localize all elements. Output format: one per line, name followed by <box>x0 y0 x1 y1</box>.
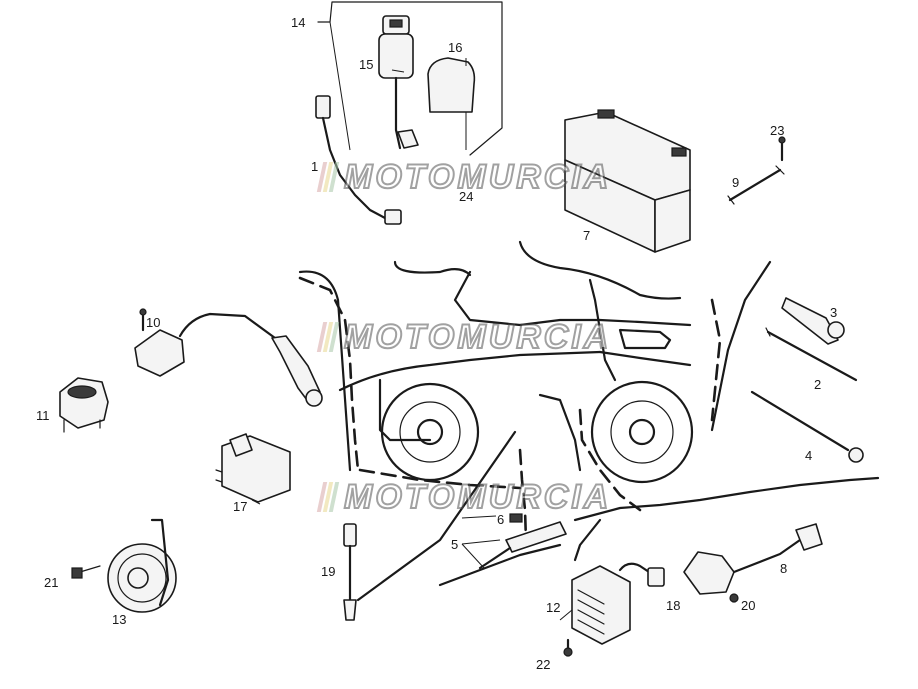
callout-11: 11 <box>36 408 50 423</box>
horn-part <box>71 518 177 613</box>
regulator-part <box>563 562 665 657</box>
cable-part-4 <box>750 390 864 463</box>
callout-10: 10 <box>146 315 161 330</box>
switch-cap-part <box>427 57 476 150</box>
callout-14: 14 <box>291 15 306 30</box>
relay-part-11 <box>59 377 109 433</box>
callout-4: 4 <box>805 448 813 463</box>
callout-15: 15 <box>359 57 374 72</box>
callout-17: 17 <box>233 499 248 514</box>
callout-24: 24 <box>459 189 474 204</box>
callout-2: 2 <box>814 377 822 392</box>
callout-23: 23 <box>770 123 785 138</box>
ignition-switch-part <box>378 15 419 150</box>
rear-wheel <box>590 380 694 484</box>
harness-part-1 <box>315 95 402 225</box>
battery-part <box>564 109 691 253</box>
callout-20: 20 <box>741 598 756 613</box>
callout-7: 7 <box>583 228 591 243</box>
callout-1: 1 <box>311 159 319 174</box>
callout-9: 9 <box>732 175 740 190</box>
callout-22: 22 <box>536 657 551 672</box>
callout-21: 21 <box>44 575 59 590</box>
callout-6: 6 <box>497 512 505 527</box>
vehicle-outline <box>298 240 880 587</box>
front-wheel <box>380 382 480 482</box>
callout-13: 13 <box>112 612 127 627</box>
fuse-holder-part <box>781 297 845 345</box>
callout-8: 8 <box>780 561 788 576</box>
callout-leaders <box>251 58 573 621</box>
callout-18: 18 <box>666 598 681 613</box>
sensor-part-19 <box>343 430 517 621</box>
ignition-coil-part <box>134 308 323 407</box>
cable-part-2 <box>766 330 858 382</box>
harness-part-5 <box>478 513 567 570</box>
starter-relay-part <box>683 523 823 603</box>
callout-16: 16 <box>448 40 463 55</box>
callout-3: 3 <box>830 305 838 320</box>
group-box-14 <box>317 1 503 156</box>
battery-strap-part <box>727 136 786 205</box>
callout-12: 12 <box>546 600 561 615</box>
cdi-unit-part <box>215 433 291 503</box>
callout-19: 19 <box>321 564 336 579</box>
callout-5: 5 <box>451 537 459 552</box>
